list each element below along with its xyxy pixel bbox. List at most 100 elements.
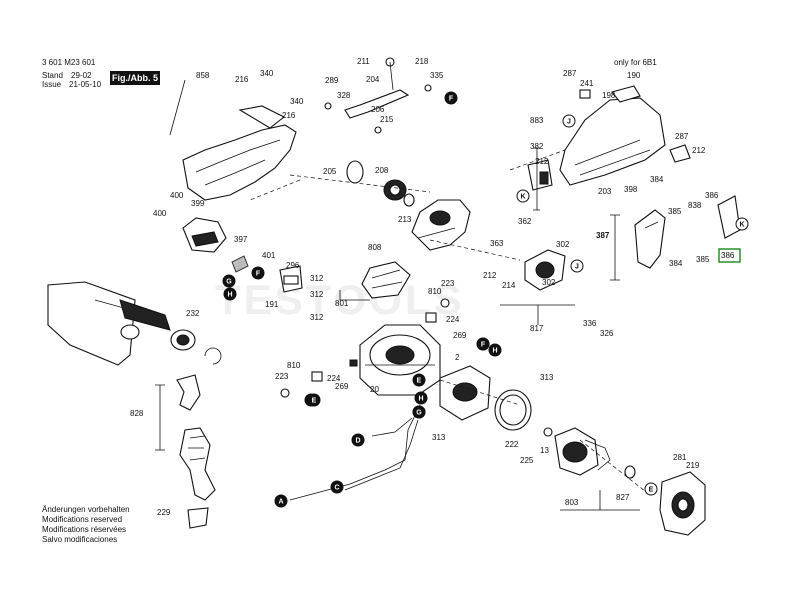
svg-text:E: E [312,398,317,405]
svg-text:H: H [492,348,497,355]
part-label: 212 [692,146,706,155]
part-label: 211 [357,57,370,66]
connector-marker: G [412,405,426,419]
connector-marker: E [644,482,658,496]
part-label: 808 [368,243,382,252]
part-label: 385 [696,255,710,264]
flange-hub [346,160,415,207]
part-label: 817 [530,324,544,333]
bracket-838 [610,214,620,281]
part-label: 198 [602,91,616,100]
part-label: 810 [287,361,301,370]
bracket-828 [155,384,165,451]
part-label: 398 [624,185,638,194]
part-label: 190 [627,71,641,80]
part-label: 205 [323,167,337,176]
handle-grip [634,195,741,269]
connector-marker: J [562,114,576,128]
part-label: 215 [380,115,394,124]
connector-marker: H [414,391,428,405]
highlight-387 [718,248,741,263]
part-label: 384 [669,259,683,268]
connector-marker: K [516,189,530,203]
footnote-de: Änderungen vorbehalten [42,505,130,514]
part-label: 296 [286,261,300,270]
svg-text:H: H [418,396,423,403]
svg-text:J: J [567,119,571,126]
part-label: 827 [616,493,630,502]
part-label: 313 [432,433,446,442]
part-label: 328 [337,91,351,100]
part-label: 225 [520,456,534,465]
part-label: 302 [556,240,570,249]
bracket-803 [560,490,640,511]
gear-housing-cover [659,471,706,536]
field-insulation [361,261,411,299]
connector-marker: D [351,433,365,447]
part-label: 214 [502,281,516,290]
variant-note: only for 6B1 [614,58,657,67]
part-label: 363 [490,239,504,248]
part-label: 386 [721,251,735,260]
dust-elbow-assembly [176,374,216,529]
part-label: 312 [310,274,324,283]
bracket-801 [339,290,370,301]
footnote-block: Änderungen vorbehalten Modifications res… [42,505,130,545]
part-label: 335 [430,71,444,80]
part-label: 289 [325,76,339,85]
connector-marker: H [488,343,502,357]
part-label: 803 [565,498,579,507]
part-label: 232 [186,309,200,318]
part-label: 20 [370,385,379,394]
part-label: 801 [335,299,349,308]
assembly-line [579,439,651,496]
connector-marker: K [735,217,749,231]
part-label: 281 [673,453,687,462]
part-label: 382 [530,142,544,151]
svg-text:K: K [739,222,744,229]
svg-text:E: E [649,487,654,494]
part-label: 858 [196,71,210,80]
power-cord [289,404,421,501]
part-label: 13 [540,446,549,455]
connector-marker: E [412,373,426,387]
part-label: 269 [335,382,349,391]
upper-blade-guard [182,105,297,201]
part-label: 191 [265,300,279,309]
part-label: 828 [130,409,144,418]
part-label: 838 [688,201,702,210]
bracket-817 [500,304,575,325]
part-label: 213 [398,215,412,224]
connector-marker: C [330,480,344,494]
footnote-fr: Modifications réservées [42,525,127,534]
connector-marker: J [570,259,584,273]
connector-markers: FJKJKGHFGHEEDCAFHEGFE [222,91,749,508]
brush-holder [231,255,303,293]
part-label: 287 [675,132,689,141]
connector-marker: H [223,287,237,301]
svg-text:F: F [449,96,454,103]
svg-text:K: K [520,194,525,201]
svg-text:J: J [575,264,579,271]
svg-text:A: A [278,499,283,506]
part-label: 326 [600,329,614,338]
part-label: 385 [668,207,682,216]
part-label: 387 [596,231,610,240]
part-label: 302 [542,278,556,287]
part-label: 212 [483,271,497,280]
part-label: 223 [275,372,289,381]
lever-assembly [324,57,432,134]
figure-label: Fig./Abb. 5 [110,71,160,85]
lower-blade-guard [411,199,471,251]
assembly-line [509,149,566,171]
part-label: 386 [705,191,719,200]
dust-chute [47,281,222,366]
connector-marker: E [307,393,321,407]
footnote-es: Salvo modificaciones [42,535,118,544]
watermark: TESTOOLS [215,276,465,323]
armature [543,427,636,479]
part-label: 222 [505,440,519,449]
part-label: 212 [535,157,549,166]
